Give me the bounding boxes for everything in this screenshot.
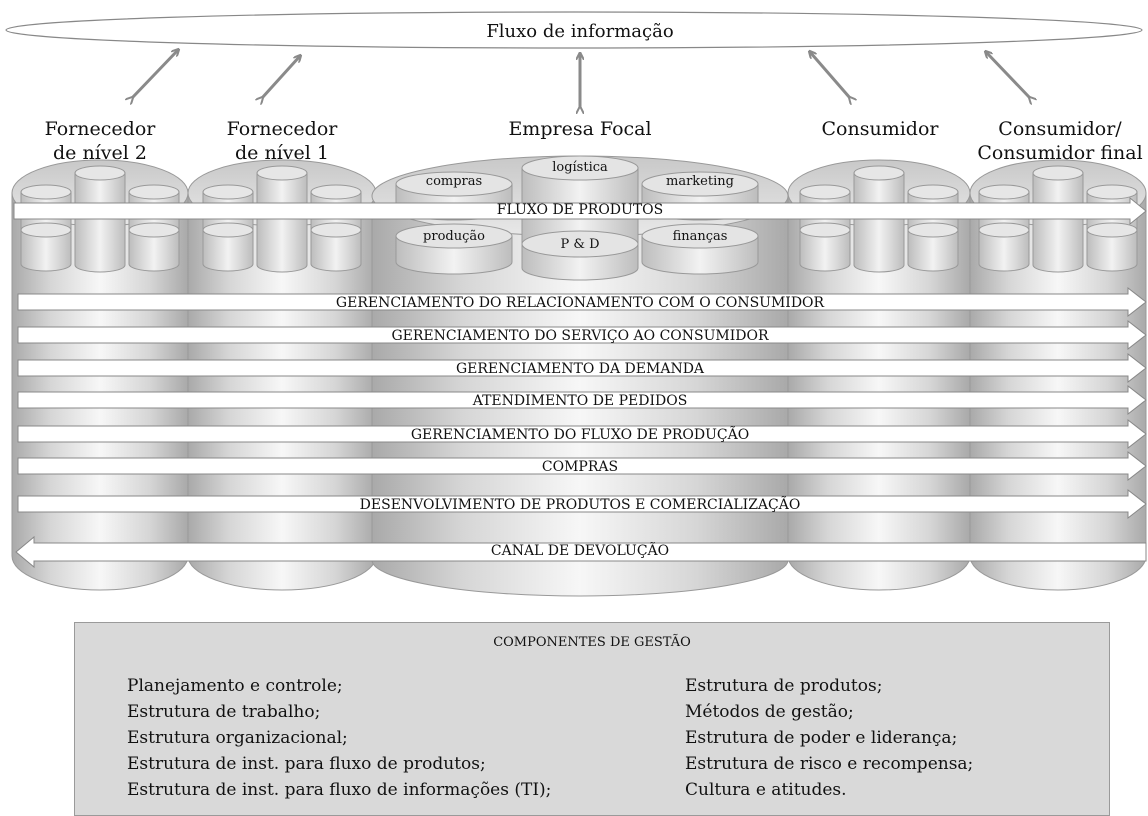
top-label: Fluxo de informação bbox=[486, 21, 674, 42]
info-arrow-4 bbox=[810, 52, 850, 98]
inner-cylinders bbox=[20, 165, 1138, 273]
process-label: COMPRAS bbox=[541, 459, 619, 475]
info-arrow-5 bbox=[986, 52, 1030, 98]
management-list-left: Planejamento e controle; Estrutura de tr… bbox=[127, 673, 551, 803]
product-flow-arrow bbox=[13, 196, 1147, 226]
management-item: Estrutura de inst. para fluxo de produto… bbox=[127, 754, 486, 774]
management-item: Estrutura de trabalho; bbox=[127, 702, 321, 722]
management-item: Planejamento e controle; bbox=[127, 676, 343, 696]
management-item: Estrutura de produtos; bbox=[685, 676, 883, 696]
process-label: GERENCIAMENTO DO FLUXO DE PRODUÇÃO bbox=[410, 427, 750, 443]
dept-financas: finanças bbox=[672, 229, 728, 244]
column-label-focal-company: Empresa Focal bbox=[508, 118, 652, 140]
return-channel-label: CANAL DE DEVOLUÇÃO bbox=[490, 543, 670, 559]
management-item: Estrutura de inst. para fluxo de informa… bbox=[127, 780, 552, 800]
supply-chain-diagram bbox=[5, 11, 1147, 597]
process-arrows bbox=[17, 286, 1147, 520]
column-label-final-consumer: Consumidor/Consumidor final bbox=[977, 118, 1143, 164]
process-arrow bbox=[17, 488, 1147, 520]
management-list-right: Estrutura de produtos; Métodos de gestão… bbox=[685, 673, 973, 803]
dept-logistica: logística bbox=[552, 160, 608, 175]
process-arrow bbox=[17, 286, 1147, 318]
dept-pd: P & D bbox=[560, 237, 600, 252]
process-arrow bbox=[17, 352, 1147, 384]
process-label: GERENCIAMENTO DO SERVIÇO AO CONSUMIDOR bbox=[391, 328, 769, 344]
management-title: COMPONENTES DE GESTÃO bbox=[493, 635, 691, 650]
info-arrow-1 bbox=[132, 50, 178, 98]
process-arrow bbox=[17, 418, 1147, 450]
dept-marketing: marketing bbox=[666, 174, 734, 189]
cylinder-supplier-1 bbox=[187, 192, 377, 591]
process-label: GERENCIAMENTO DA DEMANDA bbox=[455, 361, 705, 377]
process-label: ATENDIMENTO DE PEDIDOS bbox=[472, 393, 688, 409]
management-item: Métodos de gestão; bbox=[685, 702, 854, 722]
management-item: Estrutura organizacional; bbox=[127, 728, 348, 748]
process-arrow bbox=[17, 319, 1147, 351]
process-label: GERENCIAMENTO DO RELACIONAMENTO COM O CO… bbox=[335, 295, 825, 311]
focal-departments bbox=[395, 155, 759, 281]
management-components-box: COMPONENTES DE GESTÃO Planejamento e con… bbox=[74, 622, 1110, 816]
return-channel-arrow bbox=[15, 535, 1147, 569]
management-item: Estrutura de risco e recompensa; bbox=[685, 754, 974, 774]
dept-producao: produção bbox=[423, 229, 485, 244]
information-arrows bbox=[132, 50, 1030, 108]
info-arrow-2 bbox=[262, 56, 300, 98]
management-item: Estrutura de poder e liderança; bbox=[685, 728, 958, 748]
column-label-consumer: Consumidor bbox=[821, 118, 939, 140]
process-arrow bbox=[17, 384, 1147, 416]
process-label: DESENVOLVIMENTO DE PRODUTOS E COMERCIALI… bbox=[359, 497, 801, 513]
process-arrow bbox=[17, 450, 1147, 482]
information-flow-ellipse bbox=[5, 11, 1143, 49]
product-flow-label: FLUXO DE PRODUTOS bbox=[496, 202, 664, 218]
management-item: Cultura e atitudes. bbox=[685, 780, 847, 800]
dept-compras: compras bbox=[425, 174, 483, 189]
